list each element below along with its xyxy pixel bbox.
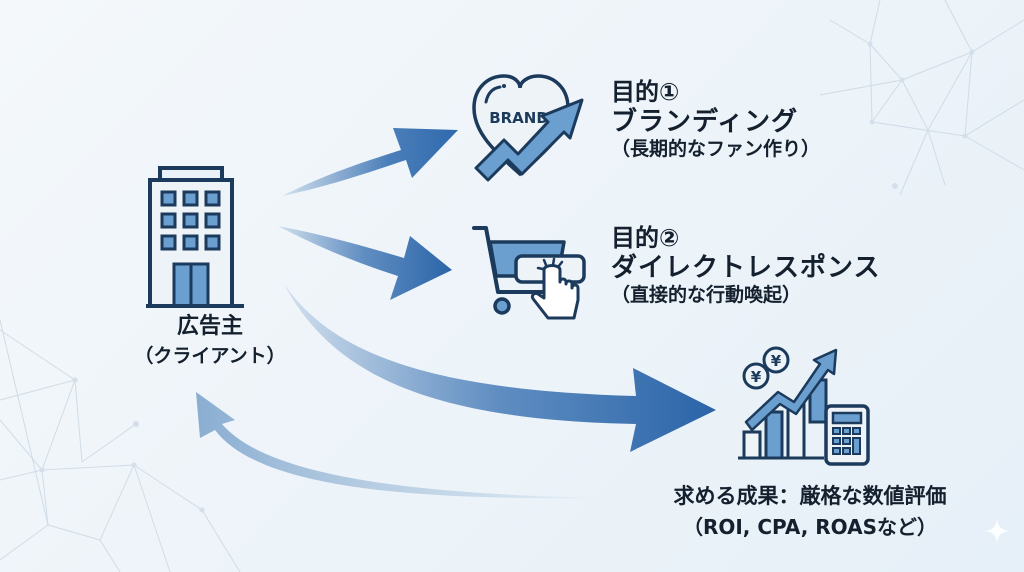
yen-coin-icon: ¥ bbox=[762, 346, 790, 374]
advertiser-title: 広告主 bbox=[176, 314, 243, 339]
coin-symbol: ¥ bbox=[751, 368, 762, 386]
result-title: 求める成果：厳格な数値評価 bbox=[673, 484, 947, 508]
yen-coin-icon: ¥ bbox=[742, 362, 770, 390]
advertiser-subtitle: （クライアント） bbox=[134, 345, 286, 367]
goal-branding: 目的① ブランディング （長期的なファン作り） bbox=[611, 78, 820, 161]
growth-chart-calculator-icon: ¥ ¥ bbox=[738, 346, 870, 466]
sparkle-icon bbox=[984, 518, 1010, 544]
goal-2-name: ダイレクトレスポンス bbox=[611, 252, 881, 283]
arrow-to-branding bbox=[282, 128, 458, 196]
goal-direct-response: 目的② ダイレクトレスポンス （直接的な行動喚起） bbox=[611, 224, 880, 307]
shopping-cart-click-icon bbox=[472, 226, 586, 320]
goal-1-name: ブランディング bbox=[611, 106, 799, 137]
result-subtitle: （ROI, CPA, ROASなど） bbox=[682, 515, 938, 539]
arrow-to-result bbox=[284, 284, 716, 452]
office-building-icon bbox=[146, 166, 244, 308]
arrow-back-to-advertiser bbox=[196, 392, 600, 499]
brand-text: BRAND bbox=[489, 109, 549, 127]
goal-1-description: （長期的なファン作り） bbox=[611, 137, 821, 160]
coin-symbol: ¥ bbox=[771, 352, 782, 370]
goal-2-description: （直接的な行動喚起） bbox=[611, 283, 802, 306]
goal-2-heading: 目的② bbox=[611, 224, 680, 252]
brand-heart-growth-icon: BRAND bbox=[472, 74, 584, 182]
goal-1-heading: 目的① bbox=[611, 78, 680, 106]
arrow-to-direct-response bbox=[278, 226, 452, 300]
